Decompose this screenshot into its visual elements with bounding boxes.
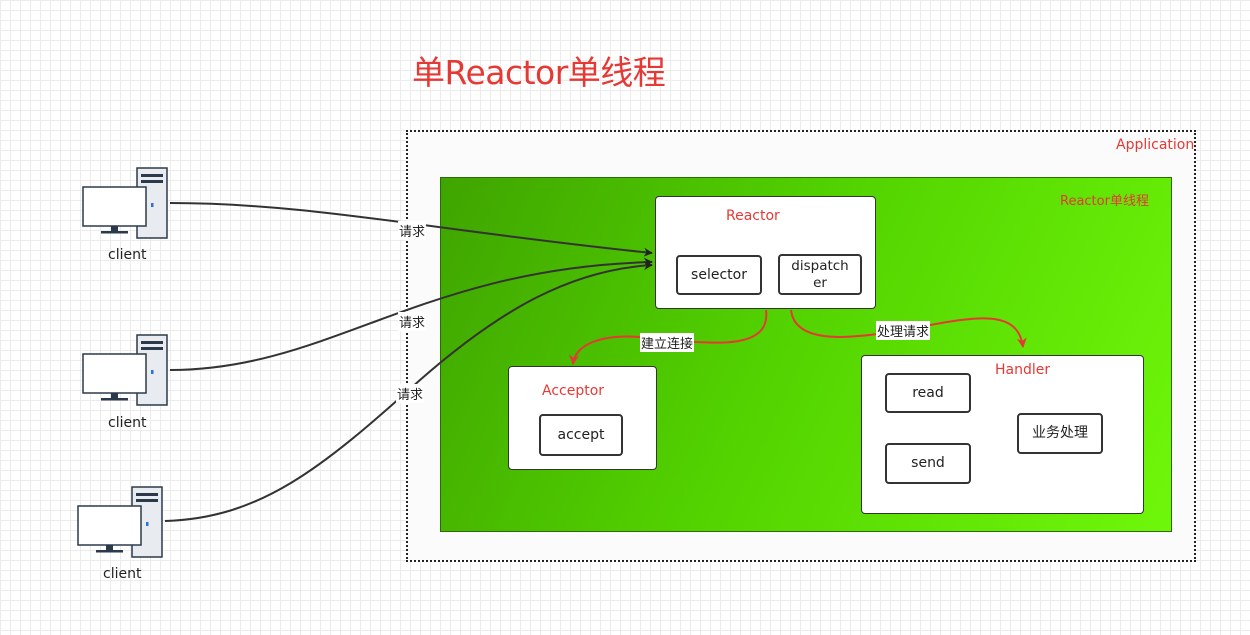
request-label-3: 请求: [396, 384, 425, 403]
acceptor-label: Acceptor: [542, 383, 605, 399]
send-box[interactable]: send: [885, 443, 971, 484]
reactor-label: Reactor: [726, 208, 780, 224]
diagram-title: 单Reactor单线程: [412, 53, 666, 92]
request-line-2[interactable]: [169, 257, 653, 371]
business-process-box[interactable]: 业务处理: [1017, 413, 1103, 454]
selector-box[interactable]: selector: [676, 255, 762, 295]
client-computer-icon-2[interactable]: [80, 333, 175, 408]
client-computer-icon-3[interactable]: [75, 485, 170, 560]
handler-label: Handler: [995, 362, 1051, 378]
reactor-thread-label: Reactor单线程: [1060, 194, 1149, 209]
client-label-1: client: [108, 247, 147, 263]
request-label-2: 请求: [398, 312, 427, 331]
accept-box[interactable]: accept: [539, 414, 623, 456]
establish-connection-label: 建立连接: [640, 333, 695, 352]
process-request-label: 处理请求: [876, 321, 931, 340]
client-label-3: client: [103, 566, 142, 582]
request-line-1[interactable]: [169, 202, 653, 257]
application-label: Application: [1116, 137, 1195, 153]
request-label-1: 请求: [398, 221, 427, 240]
dispatcher-box[interactable]: dispatch er: [778, 254, 862, 295]
client-label-2: client: [108, 415, 147, 431]
read-box[interactable]: read: [885, 373, 971, 413]
client-computer-icon-1[interactable]: [80, 166, 175, 241]
request-line-3[interactable]: [164, 261, 653, 522]
